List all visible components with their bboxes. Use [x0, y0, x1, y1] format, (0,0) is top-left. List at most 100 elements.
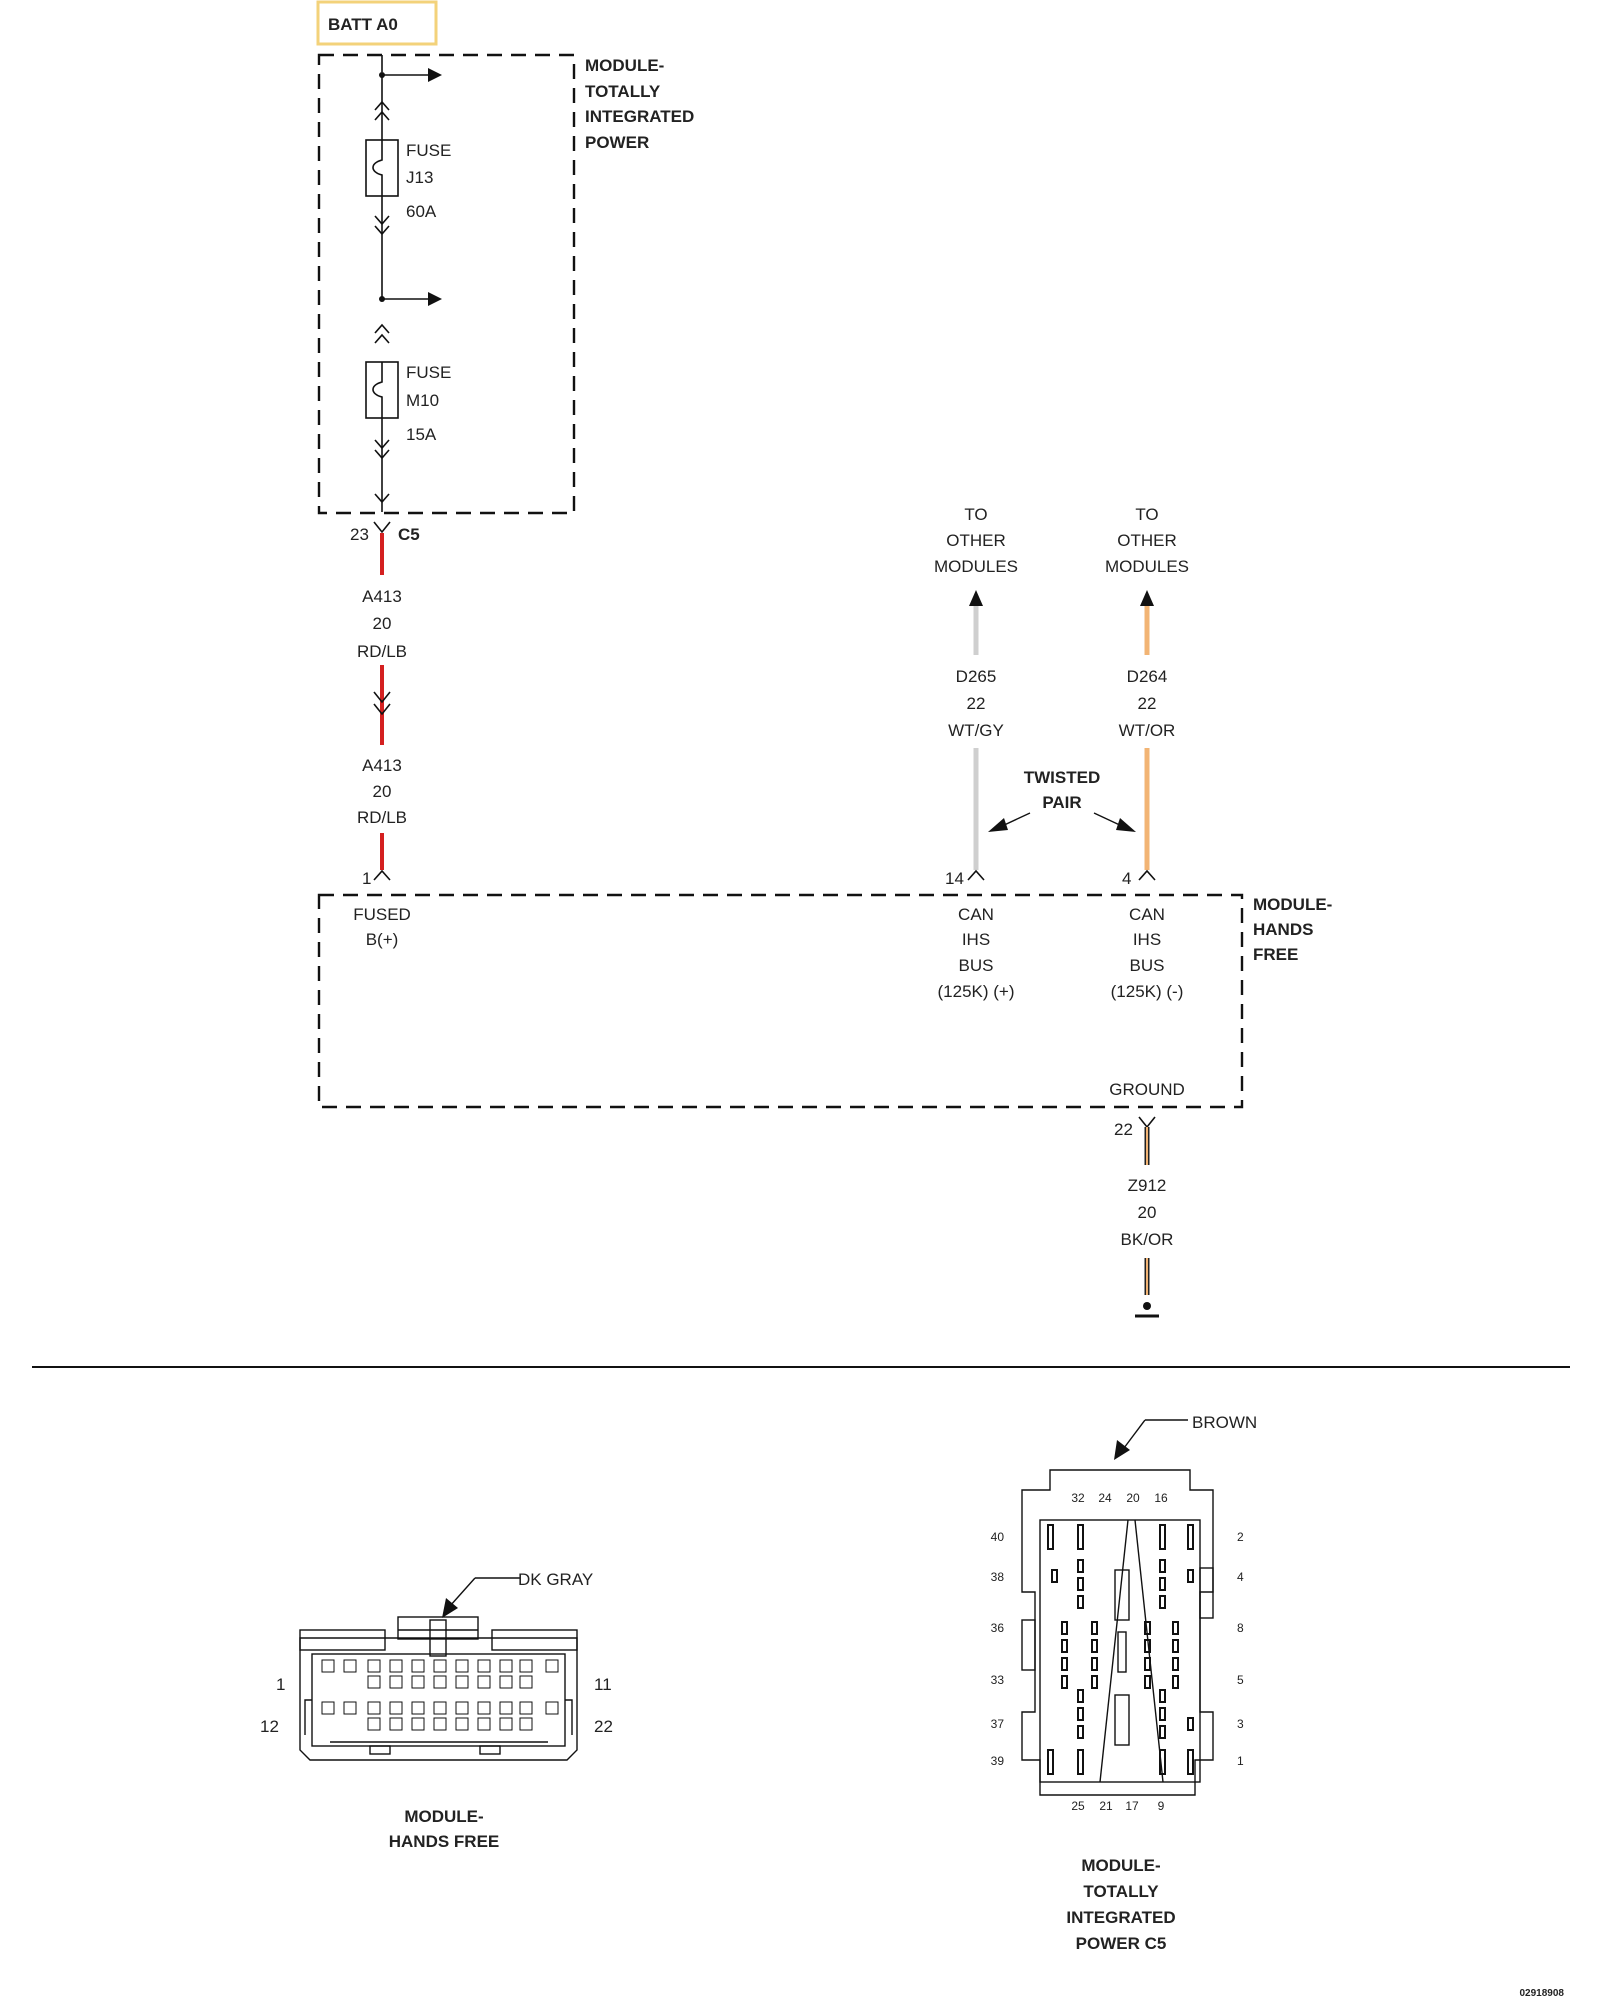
to-other-right-2: OTHER	[1117, 531, 1177, 550]
can-plus-label-2: IHS	[962, 930, 990, 949]
tipm-top-pin-24: 24	[1098, 1491, 1112, 1505]
ground-symbol-icon	[1135, 1302, 1159, 1318]
can-minus-label-3: BUS	[1130, 956, 1165, 975]
hfm-title-3: FREE	[1253, 945, 1298, 964]
fused-label-2: B(+)	[366, 930, 399, 949]
to-other-left-2: OTHER	[946, 531, 1006, 550]
hfm-conn-pin-11: 11	[594, 1675, 612, 1694]
tipm-top-pin-20: 20	[1126, 1491, 1140, 1505]
hfm-connector-face	[299, 1616, 578, 1761]
tipm-right-pin-5: 5	[1237, 1673, 1244, 1687]
tipm-right-pin-4: 4	[1237, 1570, 1244, 1584]
to-other-right-3: MODULES	[1105, 557, 1189, 576]
tipm-bottom-pin-9: 9	[1158, 1799, 1165, 1813]
twisted-pair-arrow-left	[988, 818, 1008, 832]
tipm-top-pin-16: 16	[1154, 1491, 1168, 1505]
a413-upper-circuit: A413	[362, 587, 402, 606]
tipm-title-4: POWER	[585, 133, 649, 152]
hfm-pin14-number: 14	[945, 869, 964, 888]
can-plus-label-4: (125K) (+)	[938, 982, 1015, 1001]
a413-inline-connector	[373, 691, 391, 704]
tipm-connector-caption-2: TOTALLY	[1083, 1882, 1159, 1901]
tipm-bottom-pin-21: 21	[1099, 1799, 1113, 1813]
tipm-title-2: TOTALLY	[585, 82, 661, 101]
tipm-right-pin-3: 3	[1237, 1717, 1244, 1731]
twisted-pair-line1: TWISTED	[1024, 768, 1101, 787]
hfm-connector-caption-2: HANDS FREE	[389, 1832, 500, 1851]
can-minus-label-4: (125K) (-)	[1111, 982, 1184, 1001]
tipm-bottom-pin-25: 25	[1071, 1799, 1085, 1813]
hfm-conn-pin-12: 12	[260, 1717, 279, 1736]
can-plus-label-1: CAN	[958, 905, 994, 924]
fuse1-id: J13	[406, 168, 433, 187]
hfm-pin14-connector	[967, 869, 985, 881]
tipm-left-pin-37: 37	[991, 1717, 1005, 1731]
fuse2-label: FUSE	[406, 363, 451, 382]
hfm-connector-caption-1: MODULE-	[404, 1807, 483, 1826]
hfm-pin22-number: 22	[1114, 1120, 1133, 1139]
tipm-connector-caption-3: INTEGRATED	[1066, 1908, 1175, 1927]
d265-gauge: 22	[967, 694, 986, 713]
to-other-left-1: TO	[964, 505, 987, 524]
tipm-right-pin-8: 8	[1237, 1621, 1244, 1635]
tipm-connector-caption-1: MODULE-	[1081, 1856, 1160, 1875]
tipm-top-pin-32: 32	[1071, 1491, 1085, 1505]
fuse2-rating: 15A	[406, 425, 437, 444]
a413-lower-gauge: 20	[373, 782, 392, 801]
fused-label-1: FUSED	[353, 905, 411, 924]
can-minus-label-1: CAN	[1129, 905, 1165, 924]
tipm-module-box	[317, 53, 576, 515]
d265-color: WT/GY	[948, 721, 1004, 740]
hfm-connector-color: DK GRAY	[518, 1570, 593, 1589]
tipm-connector-color: BROWN	[1192, 1413, 1257, 1432]
a413-lower-circuit: A413	[362, 756, 402, 775]
twisted-pair-line2: PAIR	[1042, 793, 1081, 812]
ground-label: GROUND	[1109, 1080, 1185, 1099]
d264-color: WT/OR	[1119, 721, 1176, 740]
hfm-module-box	[317, 893, 1244, 1109]
c5-pin: 23	[350, 525, 369, 544]
hfm-pin22-connector	[1138, 1116, 1156, 1129]
c5-name: C5	[398, 525, 420, 544]
tipm-left-pin-40: 40	[991, 1530, 1005, 1544]
tipm-right-pin-1: 1	[1237, 1754, 1244, 1768]
z912-circuit: Z912	[1128, 1176, 1167, 1195]
d264-circuit: D264	[1127, 667, 1168, 686]
batt-label: BATT A0	[328, 15, 398, 34]
tipm-internal-circuit	[365, 55, 442, 512]
fuse1-rating: 60A	[406, 202, 437, 221]
hfm-pin4-connector	[1138, 869, 1156, 881]
a413-upper-color: RD/LB	[357, 642, 407, 661]
fuse1-label: FUSE	[406, 141, 451, 160]
tipm-left-pin-39: 39	[991, 1754, 1005, 1768]
d265-circuit: D265	[956, 667, 997, 686]
a413-lower-color: RD/LB	[357, 808, 407, 827]
z912-gauge: 20	[1138, 1203, 1157, 1222]
to-other-right-1: TO	[1135, 505, 1158, 524]
tipm-bottom-pin-17: 17	[1125, 1799, 1139, 1813]
to-other-left-3: MODULES	[934, 557, 1018, 576]
tipm-connector-caption-4: POWER C5	[1076, 1934, 1167, 1953]
to-other-left-arrow	[969, 590, 983, 606]
batt-label-box	[316, 0, 438, 46]
hfm-conn-pin-22: 22	[594, 1717, 613, 1736]
can-minus-label-2: IHS	[1133, 930, 1161, 949]
to-other-right-arrow	[1140, 590, 1154, 606]
hfm-conn-pin-1: 1	[276, 1675, 285, 1694]
hfm-pin4-number: 4	[1122, 869, 1131, 888]
d264-gauge: 22	[1138, 694, 1157, 713]
can-plus-label-3: BUS	[959, 956, 994, 975]
hfm-title-1: MODULE-	[1253, 895, 1332, 914]
tipm-title-1: MODULE-	[585, 56, 664, 75]
tipm-right-pin-2: 2	[1237, 1530, 1244, 1544]
hfm-pin1-connector	[373, 869, 391, 881]
z912-color: BK/OR	[1121, 1230, 1174, 1249]
hfm-title-2: HANDS	[1253, 920, 1313, 939]
tipm-connector-face	[1021, 1469, 1214, 1796]
tipm-title-3: INTEGRATED	[585, 107, 694, 126]
fuse2-id: M10	[406, 391, 439, 410]
tipm-left-pin-38: 38	[991, 1570, 1005, 1584]
a413-upper-gauge: 20	[373, 614, 392, 633]
tipm-left-pin-33: 33	[991, 1673, 1005, 1687]
